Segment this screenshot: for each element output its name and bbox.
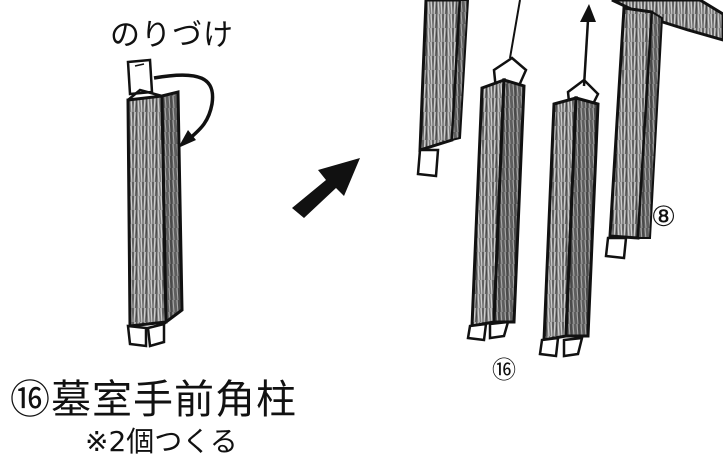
pillar-foot-left: [126, 324, 148, 348]
pillar-front-face: [126, 94, 168, 328]
curved-fold-arrow-icon: [153, 73, 215, 148]
pillar-foot-right: [146, 322, 166, 348]
part-title: ⑯墓室手前角柱: [10, 377, 297, 423]
thin-arrow-up-icon: [580, 4, 596, 87]
glue-label: のりづけ: [110, 18, 234, 53]
pillar-side-flap: [160, 90, 184, 325]
bold-arrow-up-right-icon: [292, 158, 360, 218]
pillar-16-right: [538, 78, 600, 358]
pillar-8: [604, 0, 723, 260]
part-number-8: ⑧: [651, 200, 677, 233]
quantity-note: ※2個つくる: [85, 425, 238, 458]
existing-pillar-upper: [416, 0, 470, 178]
guide-line: [509, 0, 521, 59]
pillar-16-left: [466, 56, 528, 342]
part-number-16: ⑯: [492, 356, 516, 384]
pillar-glue-step: [126, 58, 184, 348]
